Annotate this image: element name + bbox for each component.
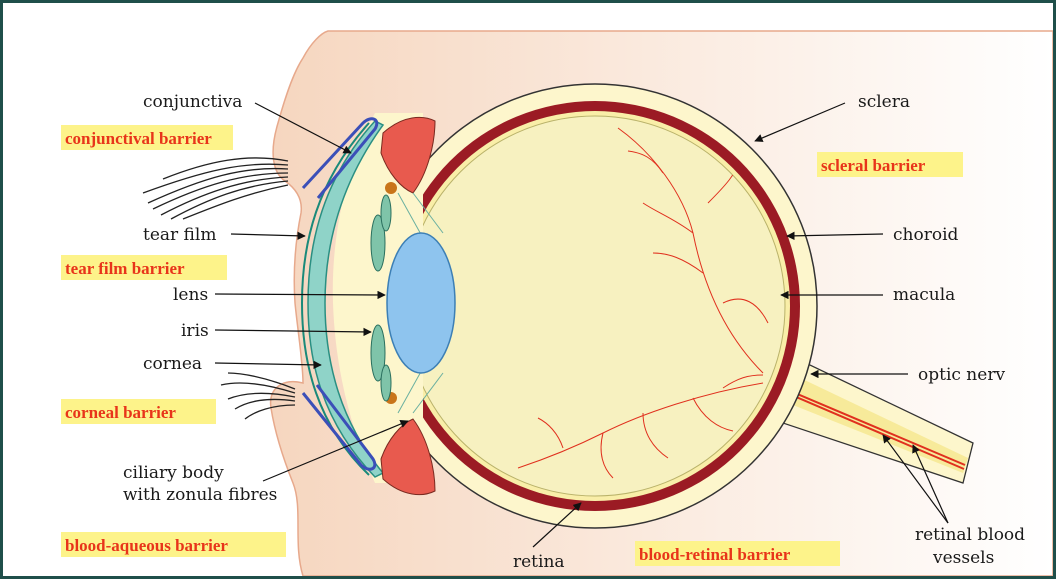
upper-eyelashes xyxy=(143,158,288,219)
retinal-vessels-label-line1: retinal blood xyxy=(915,525,1025,545)
conjunctiva-label: conjunctiva xyxy=(143,92,242,112)
tear-film-arrow xyxy=(231,234,305,236)
blood-retinal-barrier-label: blood-retinal barrier xyxy=(639,545,791,564)
macula-label: macula xyxy=(893,285,955,305)
vitreous-body xyxy=(405,116,785,496)
iris-upper-2 xyxy=(381,195,391,231)
tear-film-barrier-label: tear film barrier xyxy=(65,259,185,278)
choroid-label: choroid xyxy=(893,225,959,245)
iris-lower-2 xyxy=(381,365,391,401)
iris-label: iris xyxy=(181,321,209,341)
scleral-barrier-label: scleral barrier xyxy=(821,156,926,175)
retina-label: retina xyxy=(513,552,565,572)
ciliary-process-upper xyxy=(385,182,397,194)
lens-label: lens xyxy=(173,285,208,305)
blood-aqueous-barrier-label: blood-aqueous barrier xyxy=(65,536,228,555)
ciliary-body-label-line1: ciliary body xyxy=(123,463,224,483)
corneal-barrier-label: corneal barrier xyxy=(65,403,176,422)
cornea-label: cornea xyxy=(143,354,202,374)
conjunctival-barrier-label: conjunctival barrier xyxy=(65,129,212,148)
sclera-label: sclera xyxy=(858,92,910,112)
ciliary-body-label-line2: with zonula fibres xyxy=(123,485,277,505)
optic-nerv-label: optic nerv xyxy=(918,365,1005,385)
lens-shape xyxy=(387,233,455,373)
retinal-vessels-label-line2: vessels xyxy=(932,548,994,568)
tear-film-label: tear film xyxy=(143,225,216,245)
eye-diagram: conjunctival barrier tear film barrier c… xyxy=(3,3,1053,576)
